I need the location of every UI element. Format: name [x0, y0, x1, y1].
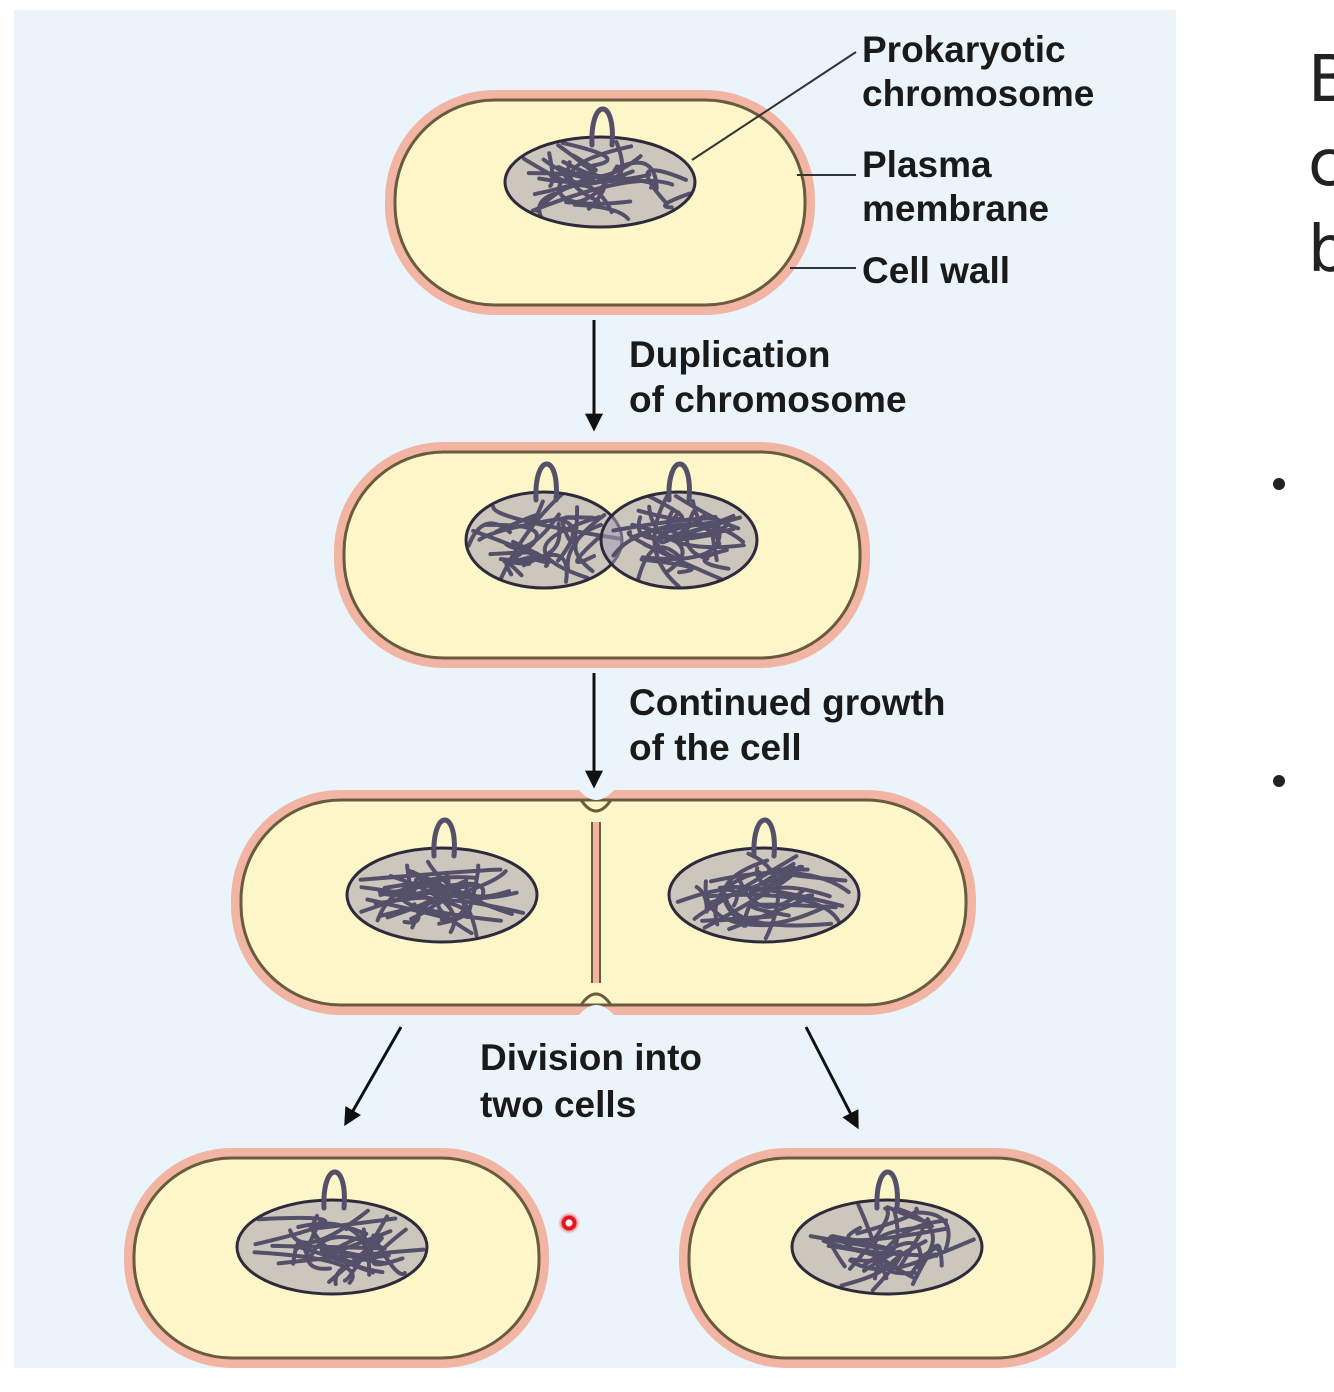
label-plasma: Plasma	[862, 144, 992, 185]
label-chromosome: chromosome	[862, 73, 1094, 114]
bullet-2	[1273, 775, 1285, 787]
arrow-division-left	[344, 1026, 403, 1127]
chromosome-copy-right	[599, 461, 759, 590]
bullet-1	[1273, 478, 1285, 490]
step-growth-line2: of the cell	[629, 727, 802, 768]
leader-chromosome	[691, 51, 857, 161]
chromosome-parent	[503, 106, 697, 229]
dividing-cell	[231, 790, 976, 1015]
slide-text-line3: b	[1308, 213, 1334, 287]
step-duplication-line2: of chromosome	[629, 379, 907, 420]
slide-text-line2: c	[1308, 127, 1334, 201]
chromosome-dividing-left	[345, 817, 539, 944]
chromosome-group	[235, 106, 984, 1296]
slide-text-line1: B	[1308, 43, 1334, 117]
label-prokaryotic: Prokaryotic	[862, 29, 1066, 70]
chromosome-daughter-right	[790, 1169, 984, 1296]
step-division-line2: two cells	[480, 1084, 636, 1125]
step-growth-line1: Continued growth	[629, 682, 946, 723]
chromosome-daughter-left	[235, 1169, 429, 1296]
laser-pointer-icon	[558, 1212, 580, 1234]
step-division-line1: Division into	[480, 1037, 702, 1078]
chromosome-dividing-right	[667, 817, 861, 944]
label-cell-wall: Cell wall	[862, 250, 1010, 291]
label-membrane: membrane	[862, 188, 1049, 229]
arrow-division-right	[804, 1026, 859, 1130]
chromosome-copy-left	[464, 461, 624, 590]
binary-fission-diagram: Prokaryotic chromosome Plasma membrane C…	[14, 10, 1176, 1368]
step-duplication-line1: Duplication	[629, 334, 830, 375]
